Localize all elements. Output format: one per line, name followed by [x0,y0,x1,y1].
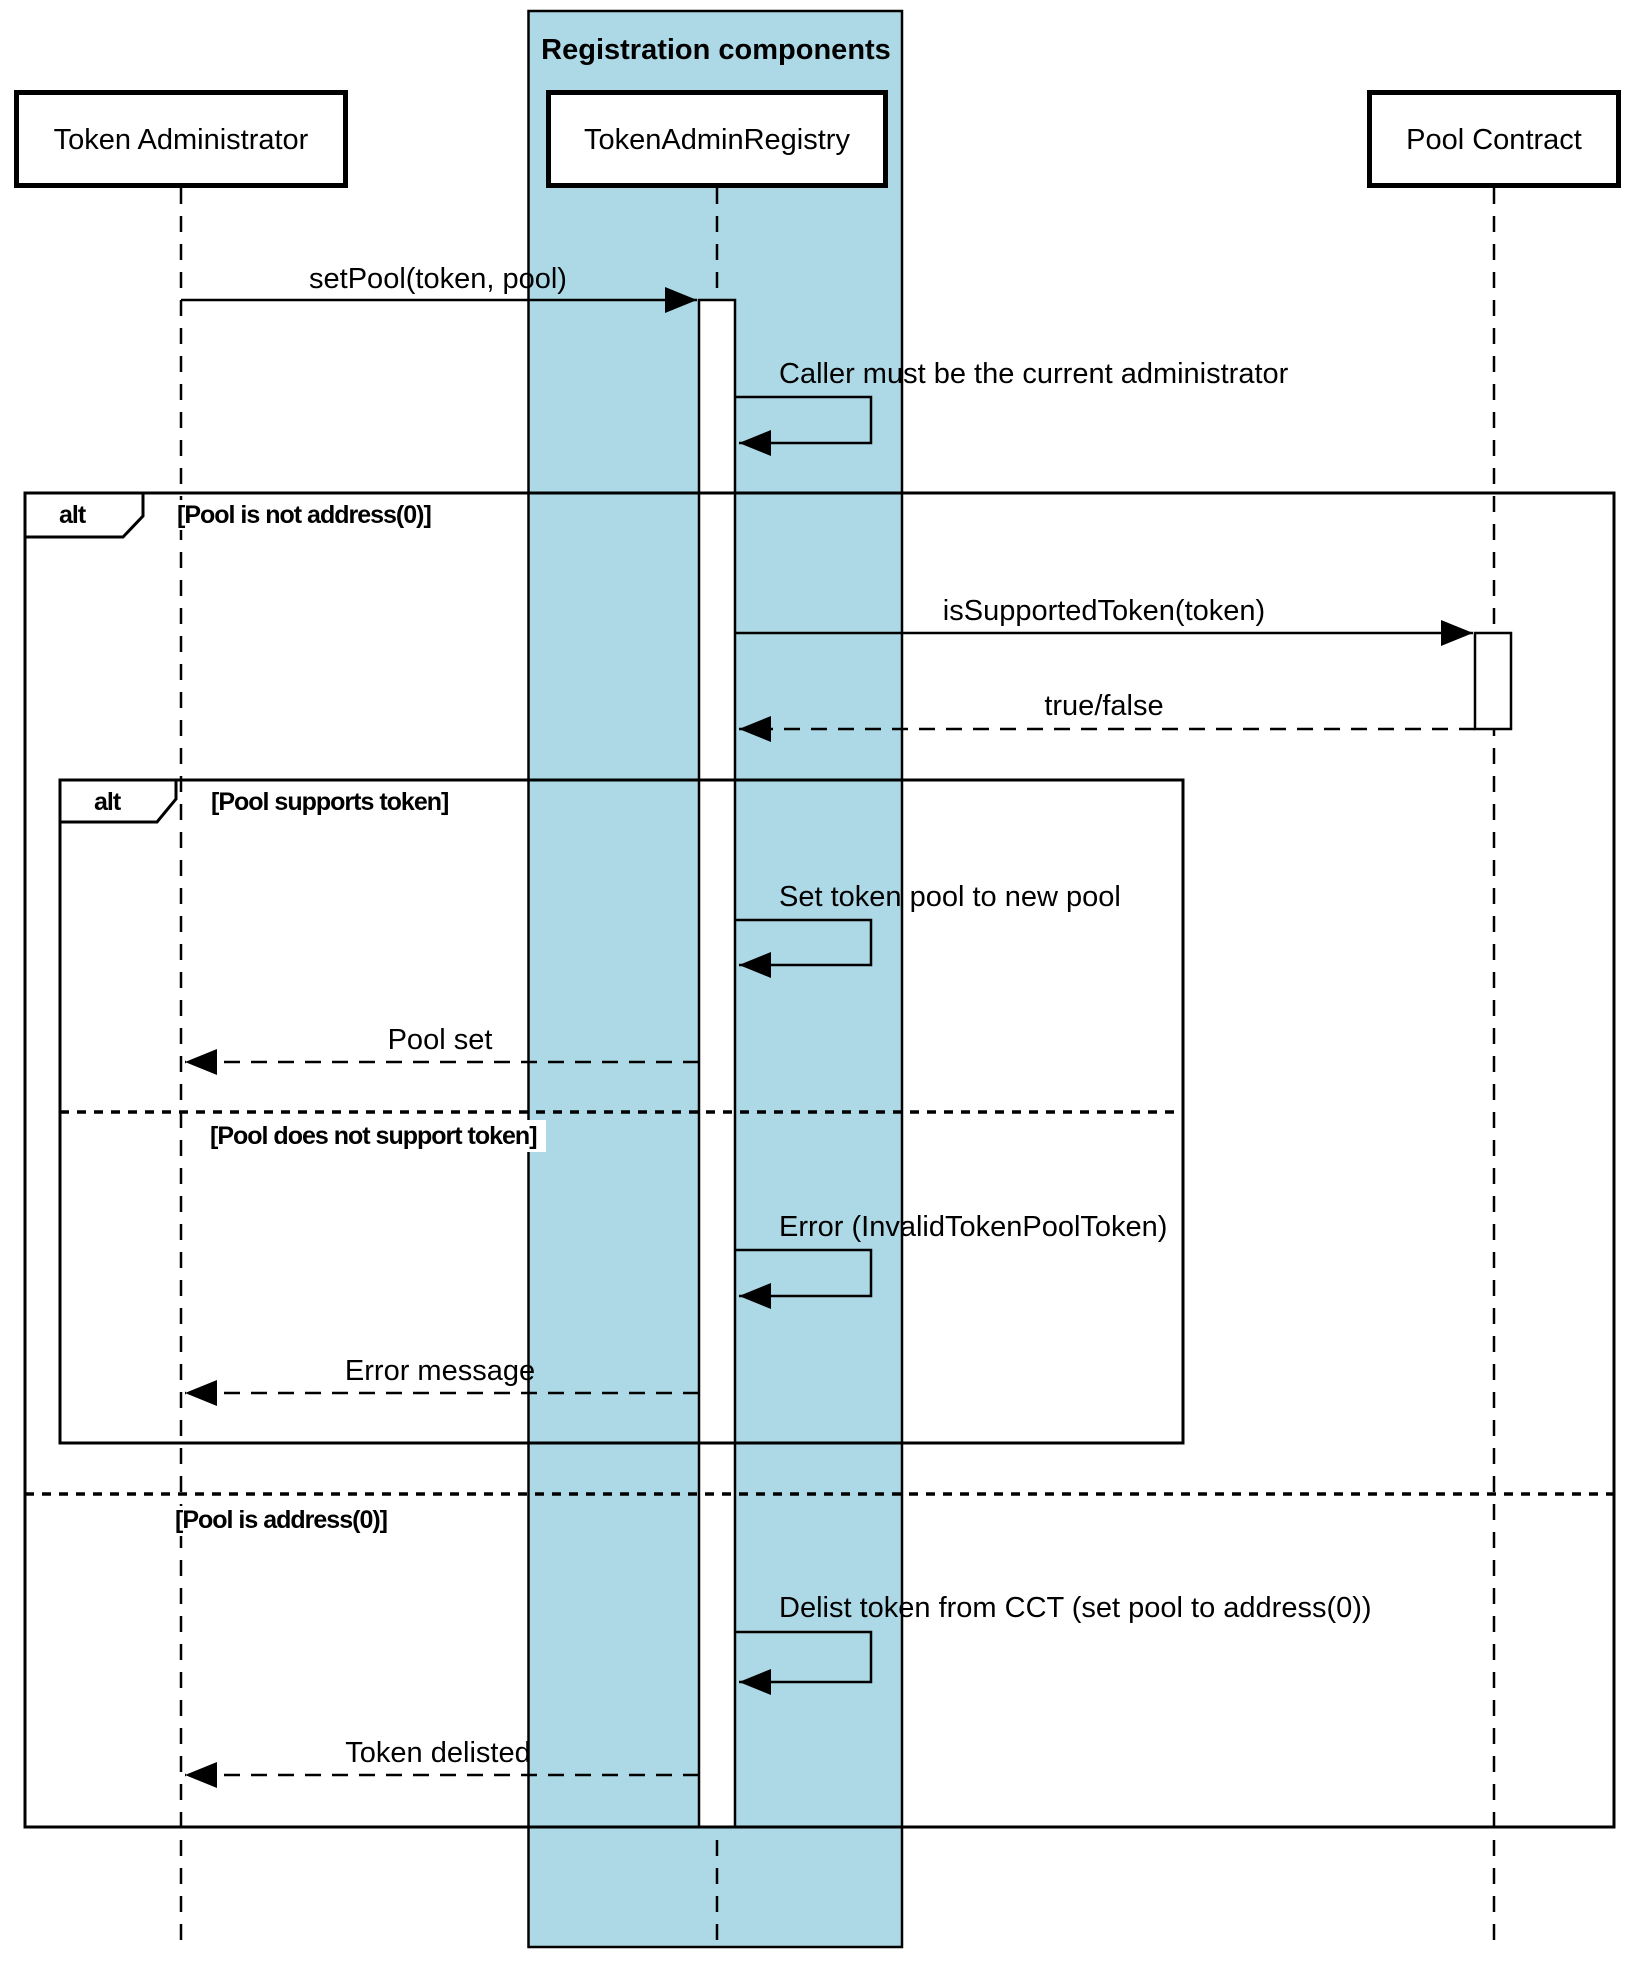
guard-bg-outer-bottom [170,1506,404,1536]
message-line-set-token-pool [735,918,873,978]
message-label-error-message: Error message [345,1355,535,1387]
message-label-token-delisted: Token delisted [345,1737,530,1769]
group-band-title: Registration components [541,34,891,66]
guard-bg-outer-top [172,500,438,530]
alt-operator-outer: alt [59,501,87,529]
actor-box-pool-contract [1367,90,1621,188]
actor-box-token-administrator [14,90,348,188]
message-label-set-token-pool: Set token pool to new pool [779,881,1121,913]
alt-operator-inner: alt [94,788,122,816]
actor-label-token-administrator: Token Administrator [54,124,309,156]
message-label-set-pool: setPool(token, pool) [309,263,567,295]
guard-inner-bottom: [Pool does not support token] [210,1122,537,1150]
alt-operator-tab-outer [23,491,145,539]
message-label-pool-set: Pool set [388,1024,493,1056]
guard-inner-top: [Pool supports token] [211,788,448,816]
message-line-error-invalid [735,1248,873,1309]
message-label-is-supported: isSupportedToken(token) [943,595,1265,627]
actor-label-token-admin-registry: TokenAdminRegistry [584,124,850,156]
alt-operator-tab-inner [58,778,178,824]
guard-outer-top: [Pool is not address(0)] [177,501,431,529]
activation-token-admin-registry [697,298,737,1829]
actor-label-pool-contract: Pool Contract [1406,124,1582,156]
message-label-delist: Delist token from CCT (set pool to addre… [779,1592,1372,1624]
message-label-caller-check: Caller must be the current administrator [779,358,1289,390]
guard-bg-inner-bottom [204,1120,546,1152]
activation-pool-contract [1473,631,1513,731]
message-label-true-false: true/false [1044,690,1163,722]
guard-outer-bottom: [Pool is address(0)] [175,1506,387,1534]
message-label-error-invalid: Error (InvalidTokenPoolToken) [779,1211,1167,1243]
message-line-delist [735,1630,873,1695]
alt-frame-outer [23,491,1616,1829]
message-line-caller-check [735,395,873,456]
actor-box-token-admin-registry [546,90,888,188]
guard-bg-inner-top [206,788,456,818]
